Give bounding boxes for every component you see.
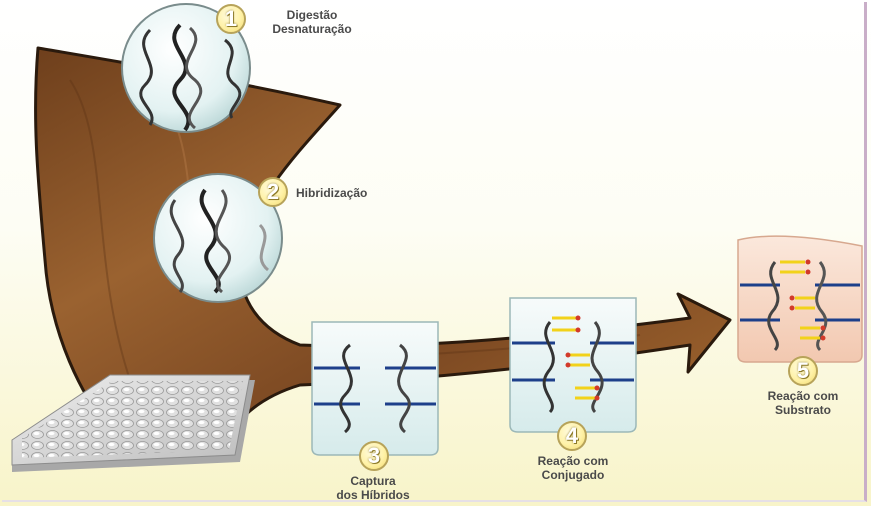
step1-label-line1: Digestão: [286, 8, 338, 22]
step3-number-badge: 3: [359, 441, 389, 471]
step4-well: [509, 297, 637, 433]
step3-well: [311, 321, 439, 456]
step2-number-badge: 2: [258, 177, 288, 207]
step4-label: Reação com Conjugado: [518, 454, 628, 482]
step1-label-line2: Desnaturação: [272, 22, 352, 36]
step2-label-line1: Hibridização: [296, 186, 368, 200]
step1-bubble: [121, 3, 251, 133]
step3-label-line2: dos Híbridos: [336, 488, 410, 502]
step5-label-line1: Reação com: [767, 389, 839, 403]
step3-label: Captura dos Híbridos: [318, 474, 428, 502]
step1-label: Digestão Desnaturação: [248, 8, 376, 36]
step1-number-badge: 1: [216, 4, 246, 34]
step5-label: Reação com Substrato: [748, 389, 858, 417]
step5-label-line2: Substrato: [774, 403, 831, 417]
microplate: [11, 374, 255, 472]
step4-label-line2: Conjugado: [541, 468, 605, 482]
step2-label: Hibridização: [296, 186, 367, 200]
step5-well: [737, 235, 863, 363]
step4-number-badge: 4: [557, 421, 587, 451]
step4-label-line1: Reação com: [537, 454, 609, 468]
step5-number-badge: 5: [788, 356, 818, 386]
step2-bubble: [153, 173, 283, 303]
step3-label-line1: Captura: [350, 474, 396, 488]
